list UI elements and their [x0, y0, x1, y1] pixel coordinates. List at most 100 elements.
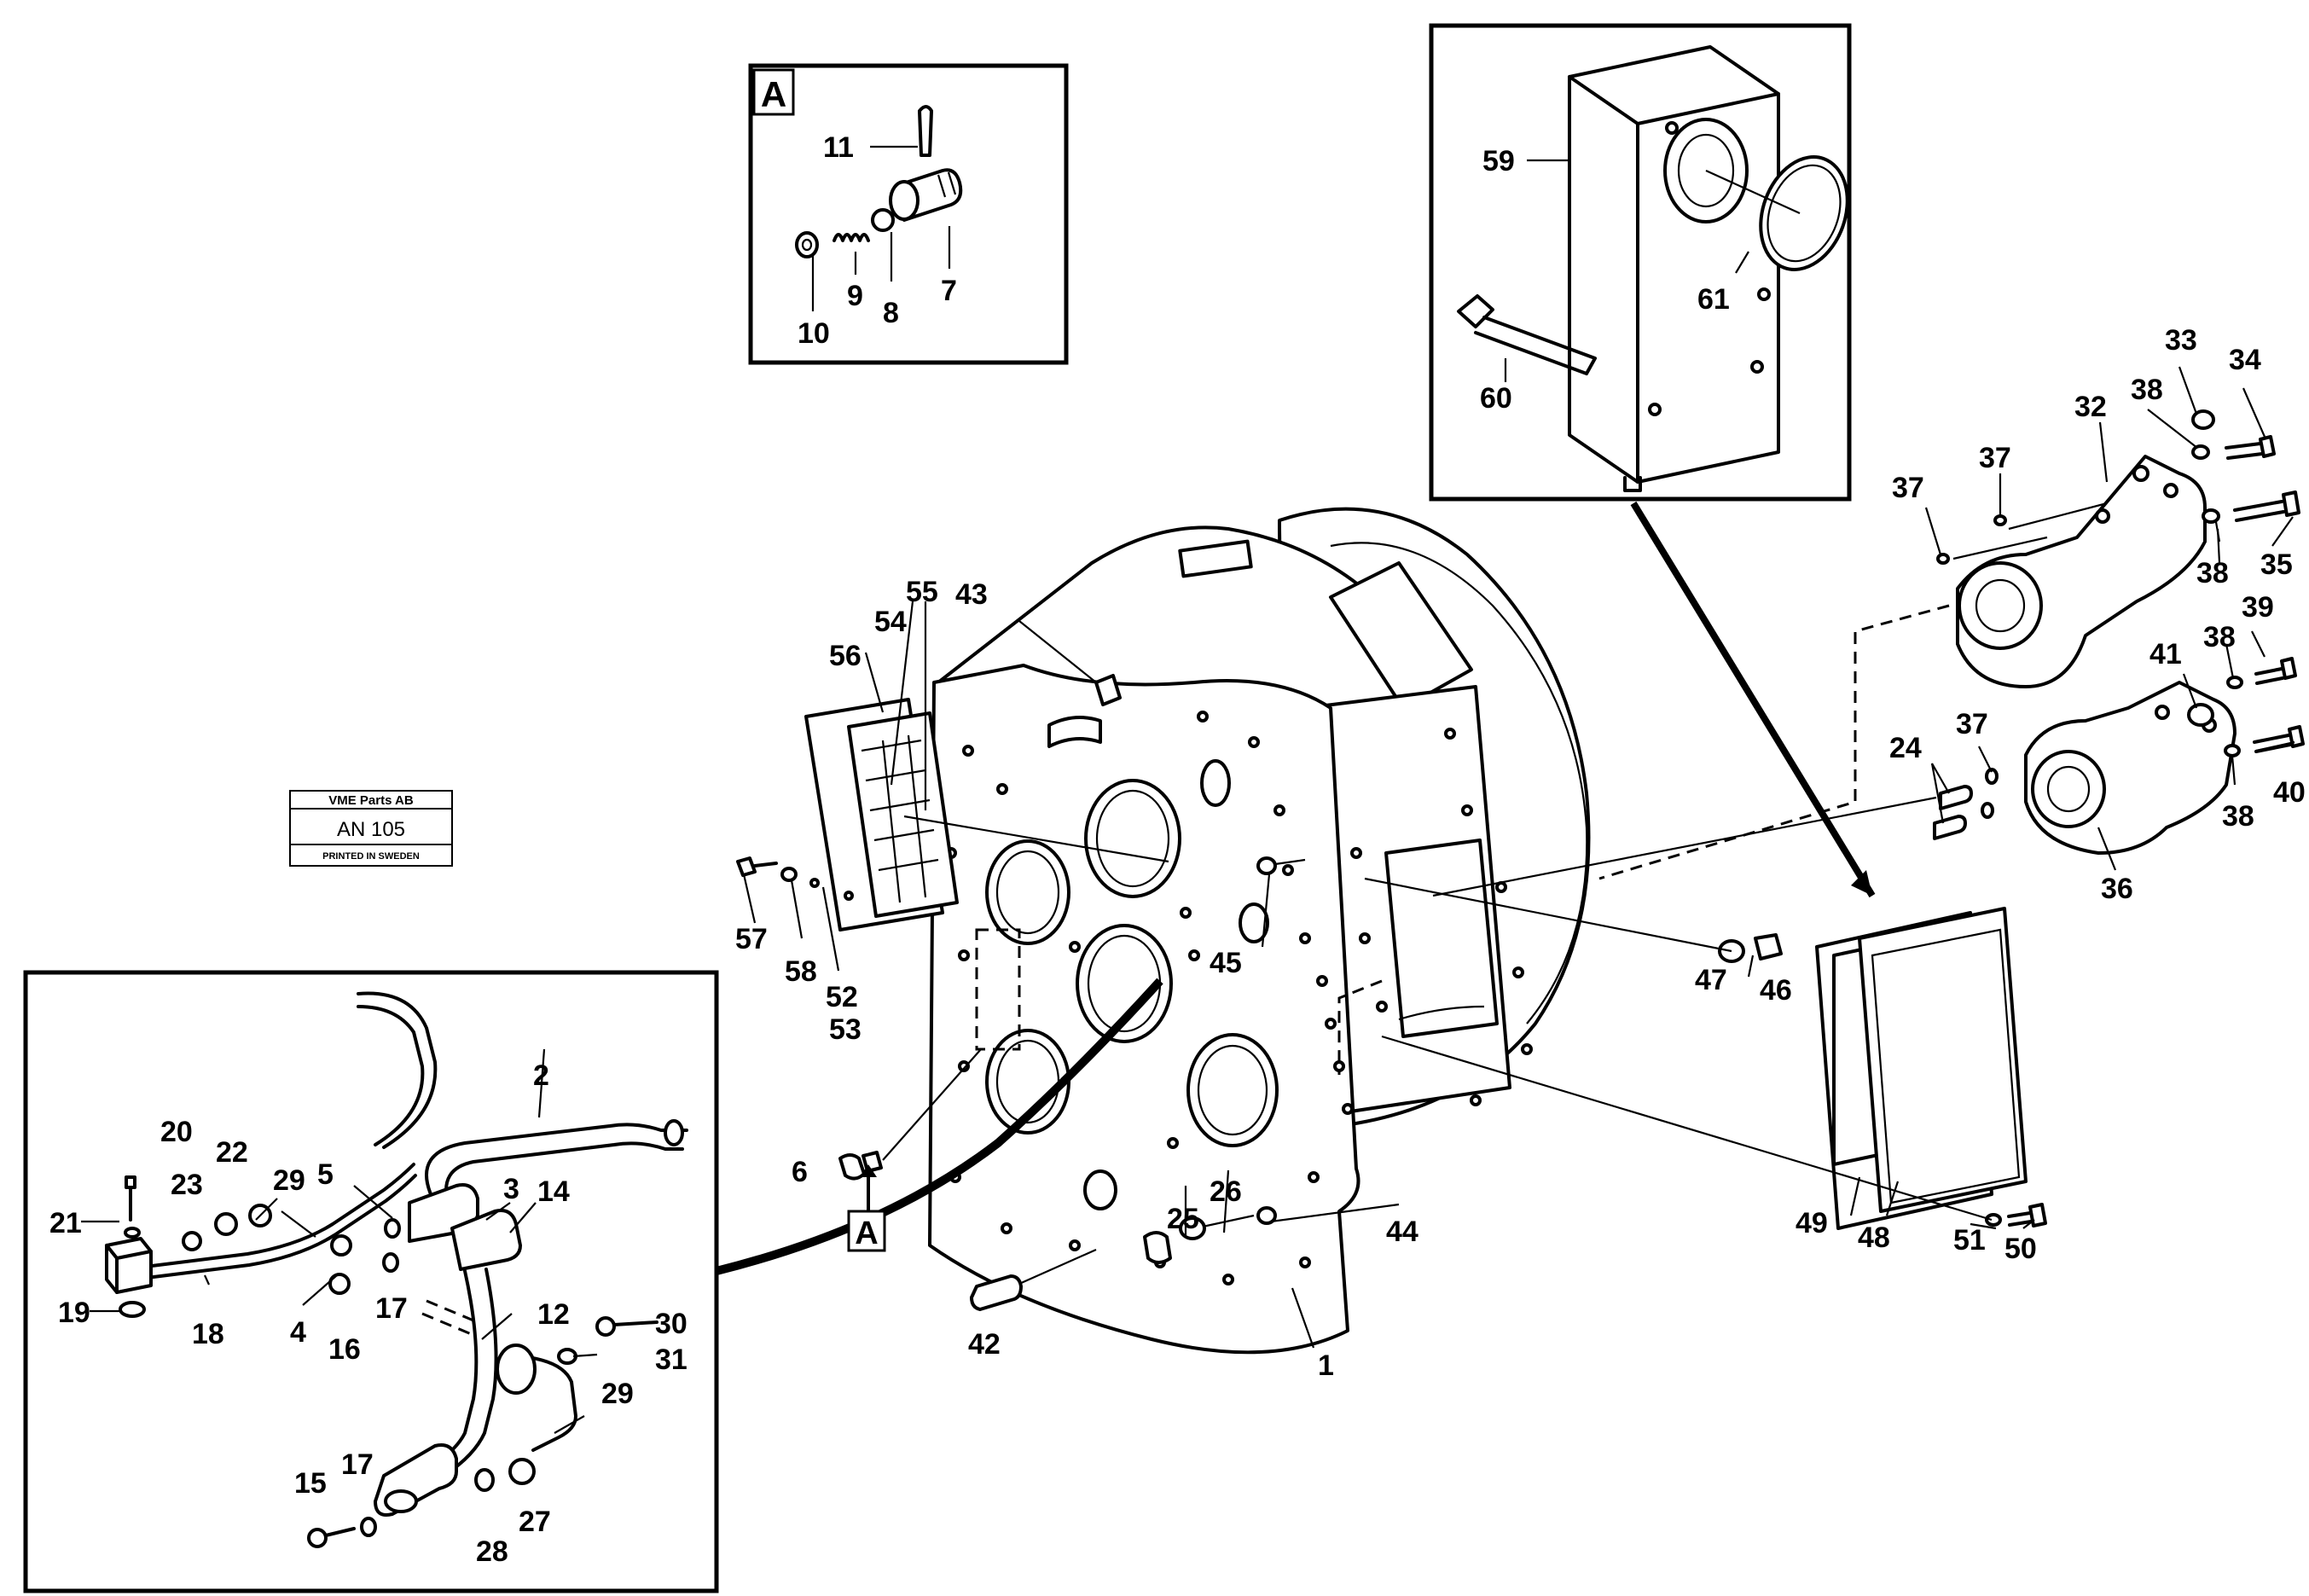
callout-10: 10	[798, 317, 830, 350]
dowel-24-b	[1933, 815, 1967, 840]
cover-plate-inner	[847, 711, 959, 918]
pipe-12	[429, 1269, 479, 1469]
stamp-code: AN 105	[337, 818, 405, 841]
dowel-24-a	[1939, 785, 1973, 810]
callout-34: 34	[2229, 344, 2261, 376]
washer-44	[1256, 1206, 1277, 1225]
callout-59: 59	[1482, 145, 1515, 177]
callout-57: 57	[735, 923, 768, 955]
callout-23: 23	[171, 1169, 203, 1201]
plate-hole-lower-right	[1186, 1033, 1279, 1147]
bolt-60-head	[1457, 294, 1494, 328]
callout-19: 19	[58, 1297, 90, 1329]
callout-43: 43	[955, 578, 988, 611]
callout-42: 42	[968, 1328, 1001, 1361]
bearing-bracket-32	[1936, 409, 2300, 688]
callout-26: 26	[1210, 1175, 1242, 1208]
cover-gasket-48-49	[1381, 907, 2047, 1230]
callout-20: 20	[160, 1116, 193, 1148]
bolt-60-shank	[1474, 316, 1597, 375]
detail-a-tag-text: A	[761, 74, 786, 114]
callout-40: 40	[2273, 776, 2306, 809]
callout-33: 33	[2165, 324, 2197, 357]
stamp-company: VME Parts AB	[328, 793, 414, 808]
callout-16: 16	[328, 1333, 361, 1366]
callout-25: 25	[1167, 1203, 1199, 1235]
callout-32: 32	[2074, 391, 2107, 423]
cover-plate-52	[804, 698, 1169, 931]
pipe-29-flange	[496, 1344, 537, 1395]
callout-48: 48	[1858, 1222, 1890, 1254]
seal-ring-61	[1759, 155, 1849, 271]
bolt-57	[736, 856, 757, 877]
callout-24: 24	[1889, 732, 1922, 764]
callout-46: 46	[1760, 974, 1792, 1007]
callout-15: 15	[294, 1467, 327, 1500]
callout-38-a: 38	[2131, 374, 2163, 406]
pipe-18	[143, 1163, 415, 1268]
detail-a-reference-tag	[847, 1210, 886, 1252]
callout-17-upper: 17	[375, 1292, 408, 1325]
callout-52: 52	[826, 981, 858, 1013]
callout-3: 3	[503, 1173, 519, 1205]
callout-36: 36	[2101, 873, 2133, 905]
spring-9	[833, 233, 870, 242]
callout-4: 4	[290, 1316, 306, 1349]
cover-plate-48	[1858, 907, 2028, 1213]
callout-labels: 1 2 3 4 5 6 7 8 9 10 11 12 14 15 16 17 1…	[49, 131, 2306, 1568]
callout-58: 58	[785, 955, 817, 988]
callout-37-mid: 37	[1979, 442, 2011, 474]
callout-45: 45	[1210, 947, 1242, 979]
callout-56: 56	[829, 640, 862, 672]
callout-31: 31	[655, 1344, 687, 1376]
callout-2: 2	[533, 1059, 549, 1092]
stamp-printed: PRINTED IN SWEDEN	[322, 851, 420, 862]
callout-38-b: 38	[2196, 557, 2229, 589]
callout-35: 35	[2260, 548, 2293, 581]
detail-a-tag	[752, 68, 795, 116]
connection-block-21	[105, 1237, 153, 1294]
ball-8	[871, 208, 895, 232]
pipe-2-upper	[425, 1123, 688, 1196]
plate-hole-top	[1084, 779, 1181, 898]
callout-51: 51	[1953, 1224, 1986, 1256]
washer-58	[780, 867, 798, 882]
callout-7: 7	[941, 275, 957, 307]
callout-28: 28	[476, 1535, 508, 1568]
callout-38-d: 38	[2222, 800, 2254, 833]
callout-22: 22	[216, 1136, 248, 1169]
callout-9: 9	[847, 280, 863, 312]
pin-42	[970, 1274, 1023, 1311]
callout-18: 18	[192, 1318, 224, 1350]
plate-hole-middle	[1076, 924, 1173, 1043]
detail-a-box: A	[748, 63, 1069, 365]
callout-30: 30	[655, 1308, 687, 1340]
washer-10	[795, 231, 819, 258]
callout-61: 61	[1697, 283, 1730, 316]
callout-12: 12	[537, 1298, 570, 1331]
washer-45	[1256, 856, 1277, 875]
bracket-32-bore	[1958, 561, 2043, 650]
callout-54: 54	[874, 606, 907, 638]
plug-43-stub	[1094, 674, 1122, 706]
callout-49: 49	[1796, 1207, 1828, 1239]
callout-6: 6	[792, 1156, 808, 1188]
callout-17-lower: 17	[341, 1448, 374, 1481]
detail-pointer-line	[1630, 501, 1876, 898]
pipe-detail-box	[23, 970, 719, 1593]
housing-top-window	[1329, 561, 1473, 710]
pipe-29-lower	[519, 1355, 577, 1452]
housing-breather	[1178, 539, 1253, 578]
callout-14: 14	[537, 1175, 570, 1208]
callout-1: 1	[1318, 1349, 1334, 1382]
detail-a-reference-tag-text: A	[855, 1216, 878, 1251]
cotter-pin-11	[918, 105, 933, 157]
callout-29-lower: 29	[601, 1378, 634, 1410]
callout-47: 47	[1695, 964, 1727, 996]
pipe-2-end	[664, 1119, 684, 1146]
publisher-stamp: VME Parts AB AN 105 PRINTED IN SWEDEN	[289, 790, 453, 867]
callout-37-lower: 37	[1956, 708, 1988, 740]
callout-29-upper: 29	[273, 1164, 305, 1197]
box-connector-curve	[715, 978, 1163, 1275]
callout-38-c: 38	[2203, 621, 2236, 653]
